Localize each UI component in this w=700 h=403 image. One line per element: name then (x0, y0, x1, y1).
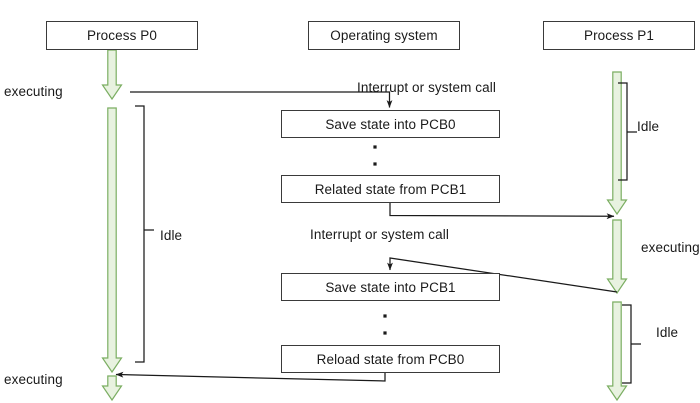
bracket-p0-idle (135, 105, 145, 363)
dots-lower-dot-1 (383, 331, 387, 335)
label-executing-bottom-left: executing (4, 372, 63, 387)
os-step-reload-pcb0: Reload state from PCB0 (281, 345, 500, 373)
os-step-save-pcb0-label: Save state into PCB0 (325, 116, 456, 132)
os-step-save-pcb1: Save state into PCB1 (281, 273, 500, 301)
green-arrow-p1-idle-bottom (606, 301, 628, 402)
label-idle-p1-top: Idle (637, 119, 660, 134)
label-executing-top-left: executing (4, 84, 63, 99)
column-header-p0: Process P0 (46, 21, 198, 50)
label-interrupt-top: Interrupt or system call (357, 80, 496, 95)
connector-reload-pcb0-to-p0 (115, 371, 386, 382)
column-header-os-label: Operating system (330, 28, 438, 43)
green-arrow-p0-executing-1 (101, 49, 123, 101)
label-idle-p0: Idle (160, 228, 183, 243)
connector-p1-to-save-pcb1 (387, 257, 618, 293)
label-executing-right: executing (641, 240, 700, 255)
label-idle-p1-bottom: Idle (656, 325, 679, 340)
column-header-p0-label: Process P0 (86, 28, 158, 43)
column-header-p1-label: Process P1 (583, 28, 655, 43)
green-arrow-p0-idle (101, 107, 123, 374)
bracket-p1-idle-bottom (622, 304, 632, 384)
idle-brackets (135, 82, 641, 384)
dots-upper-dot-1 (373, 162, 377, 166)
column-header-p1: Process P1 (543, 21, 695, 50)
ellipsis-dots (373, 145, 387, 335)
connector-related-pcb1-to-p1 (389, 203, 615, 220)
os-step-related-pcb1: Related state from PCB1 (281, 175, 500, 203)
black-connectors (115, 91, 618, 382)
dots-upper-dot-0 (373, 145, 377, 149)
connector-p0-to-save-pcb0 (130, 91, 393, 108)
column-header-os: Operating system (308, 21, 460, 50)
dots-lower-dot-0 (383, 314, 387, 318)
green-execution-arrows (101, 49, 628, 402)
green-arrow-p1-idle-top (606, 71, 628, 216)
os-step-save-pcb1-label: Save state into PCB1 (325, 279, 456, 295)
green-arrow-p1-executing (606, 219, 628, 295)
os-step-save-pcb0: Save state into PCB0 (281, 110, 500, 138)
green-arrow-p0-executing-2 (101, 375, 123, 402)
label-interrupt-middle: Interrupt or system call (310, 227, 449, 242)
os-step-reload-pcb0-label: Reload state from PCB0 (316, 351, 465, 367)
os-step-related-pcb1-label: Related state from PCB1 (314, 181, 467, 197)
